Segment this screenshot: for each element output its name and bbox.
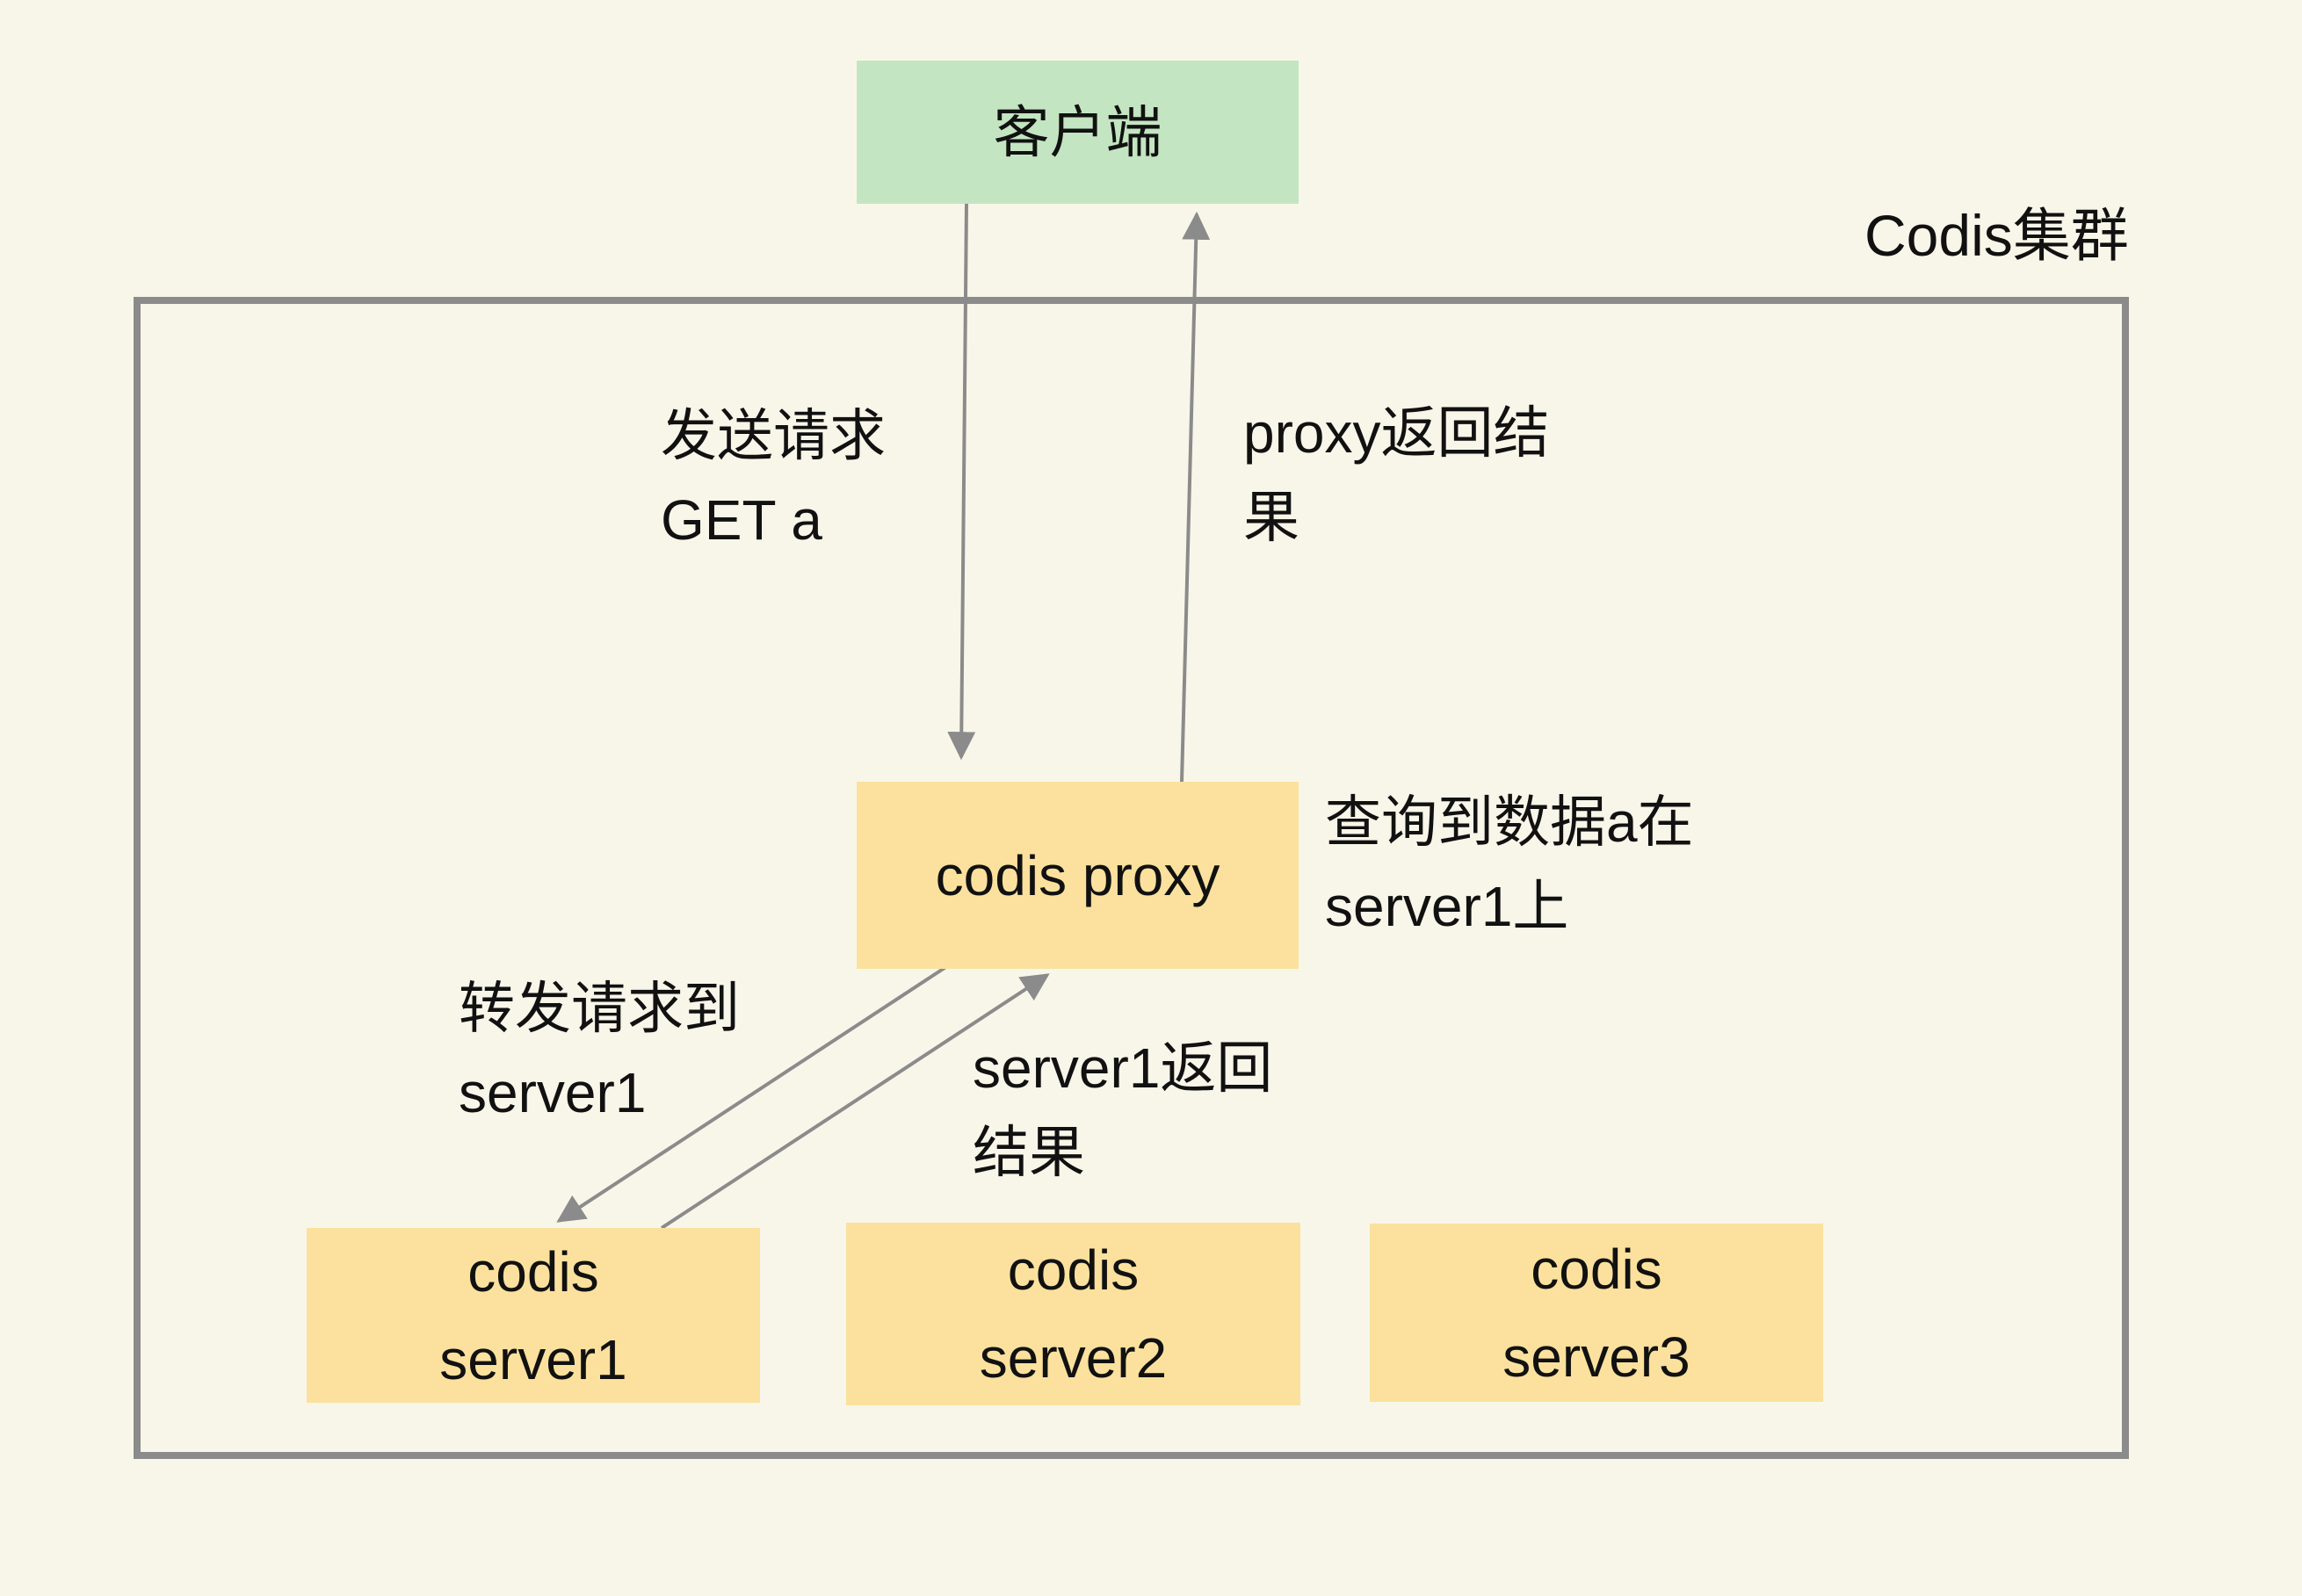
annotation-proxy-return: proxy返回结 果	[1243, 401, 1550, 549]
node-client: 客户端	[857, 61, 1299, 204]
annotation-query-found: 查询到数据a在 server1上	[1325, 791, 1694, 938]
codis-cluster-boundary	[134, 297, 2129, 1459]
annotation-send-request: 发送请求 GET a	[661, 404, 886, 552]
node-codis-server3: codis server3	[1370, 1224, 1823, 1402]
cluster-label: Codis集群	[1864, 203, 2129, 268]
annotation-forward-request: 转发请求到 server1	[459, 977, 740, 1124]
node-codis-server1: codis server1	[307, 1228, 760, 1403]
annotation-server1-return: server1返回 结果	[973, 1036, 1273, 1184]
node-codis-server2: codis server2	[846, 1223, 1300, 1405]
node-codis-proxy: codis proxy	[857, 782, 1299, 969]
